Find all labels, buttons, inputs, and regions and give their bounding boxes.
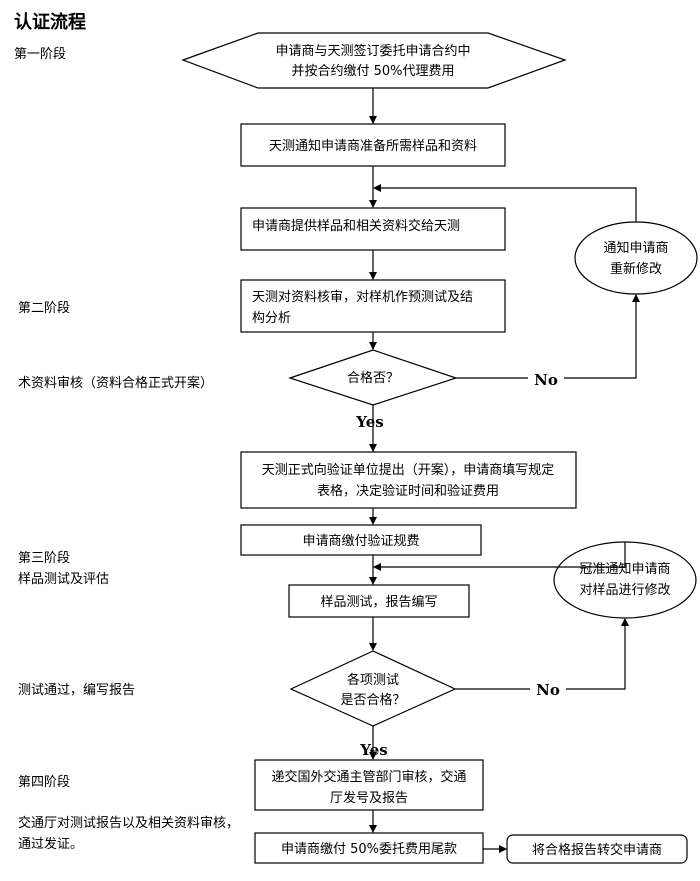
arrow-decision-1-no: [456, 294, 640, 379]
yes-2-label: Yes: [359, 741, 387, 759]
stage-3-description: 样品测试及评估: [18, 572, 109, 587]
notify-samples-text: 天测通知申请商准备所需样品和资料: [269, 138, 477, 154]
arrow-decision-2-no: [455, 618, 629, 690]
sample-test-node: 样品测试，报告编写: [288, 584, 470, 618]
final-payment-node: 申请商缴付 50%委托费用尾款: [254, 832, 484, 864]
pay-fee-node: 申请商缴付验证规费: [240, 524, 482, 556]
start-contract-node: 申请商与天测签订委托申请合约中 并按合约缴付 50%代理费用: [181, 32, 567, 89]
final-payment-text: 申请商缴付 50%委托费用尾款: [281, 842, 457, 857]
feedback-1-text-line2: 重新修改: [610, 261, 662, 277]
deliver-report-node: 将合格报告转交申请商: [506, 834, 688, 864]
review-node: 天测对资料核审，对样机作预测试及结 构分析: [240, 279, 506, 333]
review-text-line1: 天测对资料核审，对样机作预测试及结: [252, 290, 473, 305]
formal-filing-node: 天测正式向验证单位提出（开案），申请商填写规定 表格，决定验证时间和验证费用: [240, 451, 577, 509]
deliver-report-text: 将合格报告转交申请商: [532, 842, 662, 858]
feedback-2-text-line2: 对样品进行修改: [579, 583, 670, 598]
decision-2-text-line2: 是否合格？: [340, 692, 405, 708]
submit-text-line2: 厅发号及报告: [330, 790, 408, 806]
no-1-label-bg: [528, 369, 564, 389]
provide-samples-node: 申请商提供样品和相关资料交给天测: [240, 207, 506, 251]
decision-1-text: 合格否？: [347, 370, 399, 386]
notify-samples-node: 天测通知申请商准备所需样品和资料: [240, 123, 506, 167]
start-node-text-line2: 并按合约缴付 50%代理费用: [291, 64, 454, 79]
sample-test-text: 样品测试，报告编写: [320, 595, 437, 610]
stage-3-label: 第三阶段: [18, 551, 70, 566]
formal-filing-text-line1: 天测正式向验证单位提出（开案），申请商填写规定: [262, 462, 555, 478]
stage-3-pass-note: 测试通过，编写报告: [18, 683, 135, 698]
submit-node: 递交国外交通主管部门审核，交通 厅发号及报告: [254, 759, 484, 811]
stage-1-label: 第一阶段: [14, 47, 66, 62]
arrow-feedback-1-return: [373, 184, 637, 222]
review-text-line2: 构分析: [252, 311, 291, 326]
stage-4-label: 第四阶段: [18, 775, 70, 790]
stage-2-description: 术资料审核（资料合格正式开案）: [18, 375, 213, 391]
feedback-2-text-line1: 冠准通知申请商: [579, 561, 670, 577]
submit-text-line1: 递交国外交通主管部门审核，交通: [271, 769, 466, 785]
yes-1-label: Yes: [355, 413, 383, 431]
decision-2-text-line1: 各项测试: [347, 672, 399, 688]
formal-filing-text-line2: 表格，决定验证时间和验证费用: [317, 483, 499, 499]
page-title: 认证流程: [14, 11, 86, 33]
feedback-1-node: 通知申请商 重新修改: [574, 221, 698, 295]
feedback-1-text-line1: 通知申请商: [603, 240, 668, 256]
provide-samples-text: 申请商提供样品和相关资料交给天测: [252, 218, 460, 234]
pay-fee-text: 申请商缴付验证规费: [302, 533, 419, 549]
no-1-label: No: [534, 371, 558, 389]
no-2-label-bg: [530, 679, 566, 699]
arrow-feedback-2-return: [373, 542, 626, 571]
stage-2-label: 第二阶段: [18, 301, 70, 316]
stage-4-description-line2: 通过发证。: [18, 836, 83, 852]
decision-2-node: 各项测试 是否合格？: [289, 650, 457, 727]
start-node-text-line1: 申请商与天测签订委托申请合约中: [275, 43, 470, 59]
no-2-label: No: [536, 681, 560, 699]
stage-4-description-line1: 交通厅对测试报告以及相关资料审核，: [18, 815, 239, 831]
decision-1-node: 合格否？: [288, 349, 458, 406]
